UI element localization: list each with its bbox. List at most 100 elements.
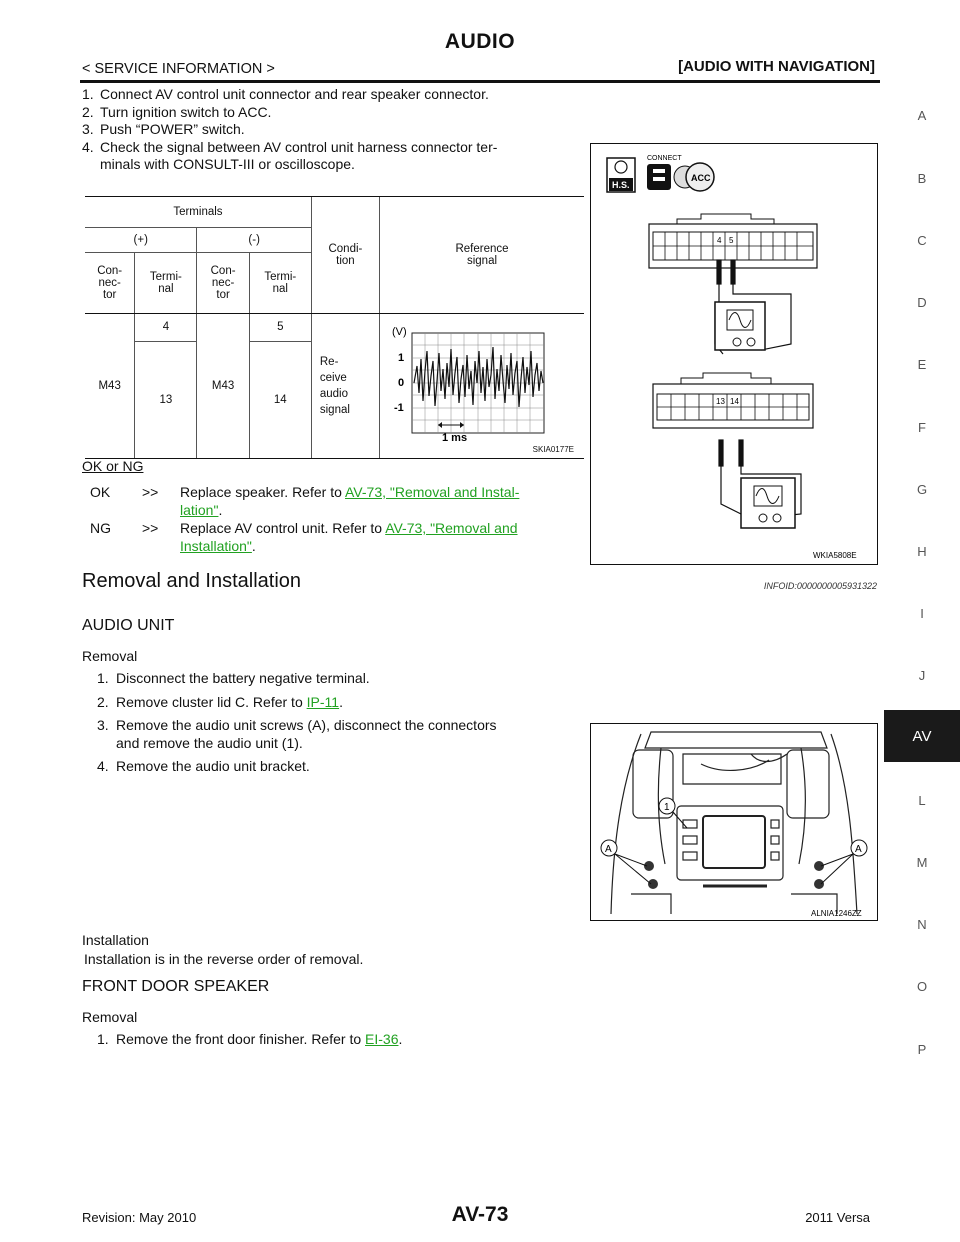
svg-text:13: 13: [716, 397, 725, 406]
reference-signal-cell: (V) 1 0 -1: [379, 313, 584, 459]
connector-header: Con- nec- tor: [196, 252, 250, 314]
figure-caption: ALNIA1246ZZ: [811, 909, 862, 918]
index-letter-o[interactable]: O: [916, 979, 928, 994]
step-item: 4.Check the signal between AV control un…: [82, 138, 498, 155]
svg-text:A: A: [605, 844, 612, 855]
svg-text:A: A: [855, 844, 862, 855]
step-item: 3.Remove the audio unit screws (A), disc…: [97, 717, 497, 733]
connect-label: CONNECT: [647, 155, 682, 162]
svg-text:1 ms: 1 ms: [442, 432, 467, 444]
installation-heading: Installation: [82, 932, 149, 948]
index-letter-b[interactable]: B: [917, 171, 927, 186]
ei-36-link[interactable]: EI-36: [365, 1031, 399, 1047]
terminal-minus-value: 14: [248, 341, 312, 460]
time-scale-indicator: 1 ms: [438, 422, 467, 444]
svg-text:ACC: ACC: [691, 173, 711, 183]
index-letter-c[interactable]: C: [917, 233, 927, 248]
connector-minus-value: M43: [196, 313, 250, 459]
removal-installation-link-cont[interactable]: lation": [180, 502, 219, 518]
installation-text: Installation is in the reverse order of …: [84, 951, 364, 967]
audio-unit-drawing: 1 A A ALNIA1246ZZ: [600, 731, 868, 918]
section-index-sidebar: A B C D E F G H I J AV L M N O P: [884, 0, 960, 1242]
minus-header: (-): [196, 227, 312, 253]
removal-installation-link[interactable]: AV-73, "Removal and: [385, 520, 518, 536]
connector-header: Con- nec- tor: [85, 252, 135, 314]
terminals-header: Terminals: [85, 196, 312, 228]
svg-text:4: 4: [717, 236, 722, 245]
oscilloscope-waveform: (V) 1 0 -1: [392, 326, 545, 444]
connect-icon: [647, 164, 671, 190]
callout-label: 1 A A: [600, 797, 868, 857]
figure-caption: WKIA5808E: [813, 551, 857, 560]
ok-ng-heading: OK or NG: [82, 458, 144, 474]
model-label: 2011 Versa: [805, 1210, 870, 1225]
revision-label: Revision: May 2010: [82, 1210, 197, 1225]
step-item-continued: and remove the audio unit (1).: [116, 734, 303, 751]
page-number: AV-73: [451, 1203, 509, 1226]
step-item: 1.Disconnect the battery negative termin…: [97, 670, 370, 686]
index-letter-g[interactable]: G: [916, 482, 928, 497]
section-label: < SERVICE INFORMATION >: [82, 61, 275, 77]
removal-installation-link[interactable]: AV-73, "Removal and Instal-: [345, 484, 520, 500]
step-item: 2.Turn ignition switch to ACC.: [82, 103, 272, 120]
terminal-minus-value: 5: [248, 313, 312, 342]
hs-icon: H.S.: [606, 157, 636, 193]
intro-steps: 1.Connect AV control unit connector and …: [82, 86, 582, 174]
index-letter-h[interactable]: H: [917, 544, 927, 559]
front-door-speaker-heading: FRONT DOOR SPEAKER: [82, 978, 270, 995]
step-item: 2.Remove cluster lid C. Refer to IP-11.: [97, 693, 343, 710]
index-letter-n[interactable]: N: [917, 917, 927, 932]
oscilloscope-icon-bottom: [740, 477, 796, 529]
step-item: 1.Connect AV control unit connector and …: [82, 86, 489, 102]
result-ok: OK >> Replace speaker. Refer to AV-73, "…: [90, 484, 520, 518]
result-ng: NG >> Replace AV control unit. Refer to …: [90, 520, 518, 554]
ignition-acc-icon: ACC: [673, 162, 715, 192]
index-letter-e[interactable]: E: [917, 357, 927, 372]
connector-diagram: H.S. CONNECT ACC: [606, 155, 857, 560]
index-letter-i[interactable]: I: [920, 606, 924, 621]
removal-heading: Removal: [82, 648, 138, 664]
page-title: AUDIO: [444, 30, 516, 53]
index-tab-active[interactable]: AV: [884, 710, 960, 762]
svg-text:0: 0: [398, 377, 404, 389]
header-rule: [80, 80, 880, 83]
door-step: 1.Remove the front door finisher. Refer …: [97, 1031, 403, 1047]
terminal-plus-value: 4: [134, 313, 197, 342]
condition-value: Re- ceive audio signal: [310, 313, 380, 459]
removal-installation-link-cont[interactable]: Installation": [180, 538, 252, 554]
plus-header: (+): [85, 227, 197, 253]
index-letter-a[interactable]: A: [917, 108, 927, 123]
step-item-continued: minals with CONSULT-III or oscilloscope.: [100, 156, 355, 172]
index-letter-p[interactable]: P: [917, 1042, 927, 1057]
audio-removal-steps: 1.Disconnect the battery negative termin…: [97, 670, 582, 776]
reference-header: Reference signal: [379, 196, 584, 314]
index-letter-l[interactable]: L: [918, 793, 926, 808]
svg-text:5: 5: [729, 236, 734, 245]
terminal-table: Terminals Condi- tion Reference signal (…: [85, 196, 584, 460]
terminal-header: Termi- nal: [134, 252, 197, 314]
audio-unit-figure: 1 A A ALNIA1246ZZ: [590, 723, 878, 921]
info-id: INFOID:0000000005931322: [763, 581, 877, 591]
svg-text:H.S.: H.S.: [612, 180, 630, 190]
waveform-line: [413, 346, 544, 408]
ip-11-link[interactable]: IP-11: [306, 693, 340, 710]
terminal-header: Termi- nal: [248, 252, 312, 314]
scope-caption: SKIA0177E: [532, 445, 574, 454]
condition-header: Condi- tion: [310, 196, 380, 314]
index-letter-j[interactable]: J: [918, 668, 926, 683]
svg-text:-1: -1: [394, 402, 404, 414]
connector-diagram-figure: H.S. CONNECT ACC: [590, 143, 878, 565]
terminal-plus-value: 13: [134, 341, 197, 460]
removal-heading: Removal: [82, 1009, 138, 1025]
connector-bottom: 13 14: [652, 372, 814, 429]
index-letter-d[interactable]: D: [917, 295, 927, 310]
step-item: 4.Remove the audio unit bracket.: [97, 758, 310, 774]
oscilloscope-icon-top: [714, 301, 766, 351]
index-letter-m[interactable]: M: [916, 855, 928, 870]
svg-text:14: 14: [730, 397, 739, 406]
step-item: 3.Push “POWER” switch.: [82, 121, 245, 137]
screw-icon: [644, 861, 824, 889]
subsection-label: [AUDIO WITH NAVIGATION]: [678, 58, 875, 75]
svg-text:1: 1: [398, 352, 404, 364]
index-letter-f[interactable]: F: [918, 420, 926, 435]
